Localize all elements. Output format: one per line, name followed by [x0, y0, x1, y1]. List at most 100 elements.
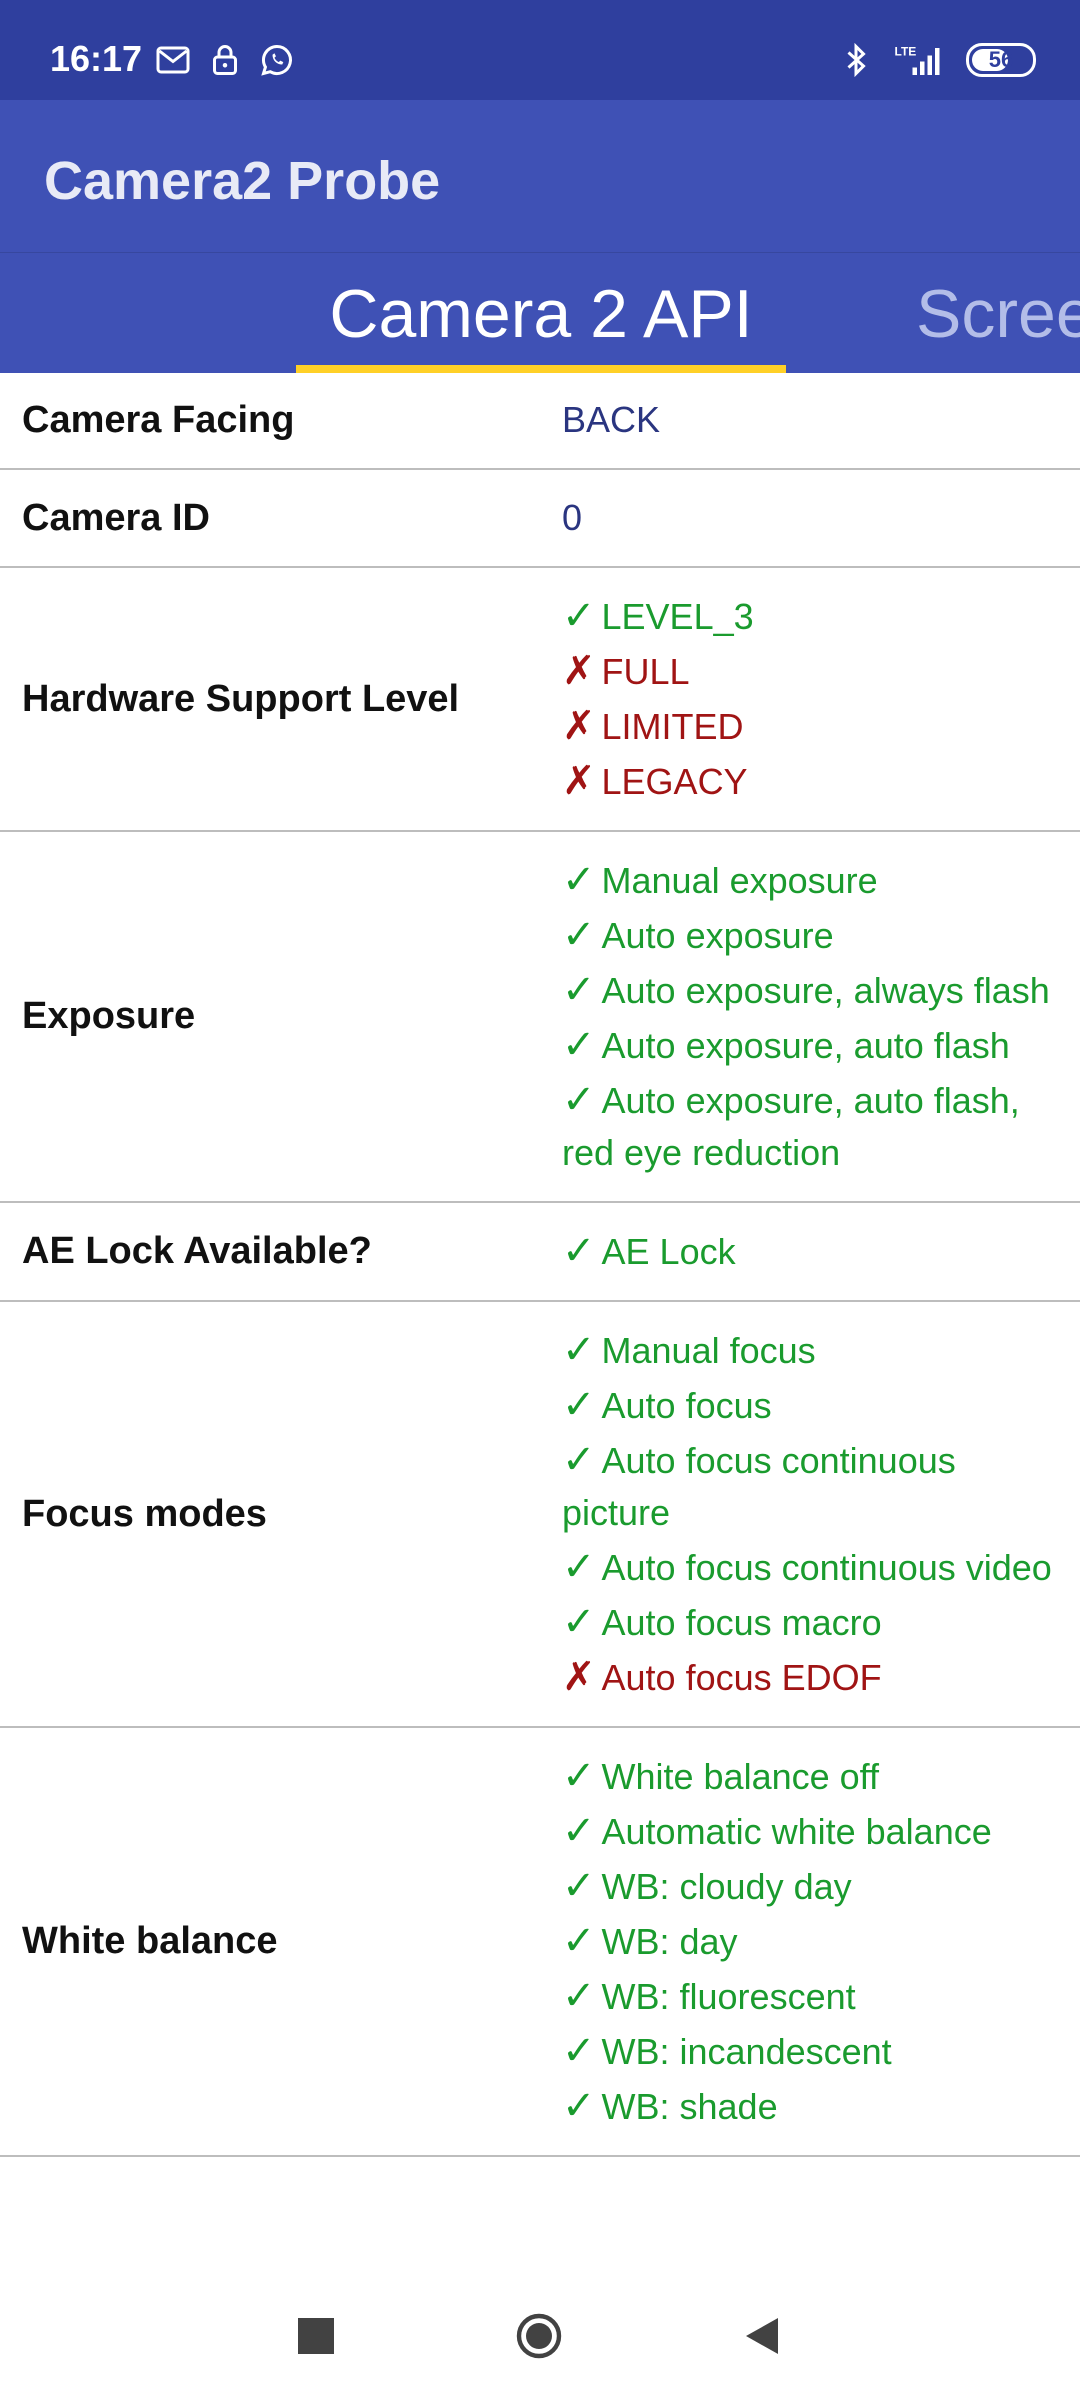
- back-triangle-icon[interactable]: [738, 2312, 786, 2360]
- value-text: WB: day: [601, 1921, 738, 1962]
- cross-icon: ✗: [562, 704, 596, 748]
- check-icon: ✓: [562, 858, 596, 902]
- system-icons: LTE 56: [838, 42, 1036, 78]
- value-text: 0: [562, 497, 583, 538]
- value-text: Auto exposure, always flash: [601, 970, 1050, 1011]
- row-values: ✓White balance off✓Automatic white balan…: [562, 1748, 1080, 2135]
- value-text: Auto focus continuous video: [601, 1547, 1052, 1588]
- value-text: Auto exposure: [601, 915, 834, 956]
- whatsapp-icon: [261, 44, 292, 76]
- value-item: ✓WB: cloudy day: [562, 1860, 1060, 1913]
- lock-icon: [213, 45, 237, 75]
- status-bar: 16:17 LTE 56: [0, 0, 1080, 100]
- home-circle-icon[interactable]: [515, 2312, 563, 2360]
- check-icon: ✓: [562, 1438, 596, 1482]
- value-item: ✓White balance off: [562, 1750, 1060, 1803]
- value-text: Auto exposure, auto flash, red eye reduc…: [562, 1080, 1020, 1173]
- value-item: ✓WB: incandescent: [562, 2025, 1060, 2078]
- check-icon: ✓: [562, 1919, 596, 1963]
- value-item: ✓Auto focus macro: [562, 1596, 1060, 1649]
- check-icon: ✓: [562, 1545, 596, 1589]
- value-item: ✓Manual focus: [562, 1324, 1060, 1377]
- row-label: Focus modes: [22, 1492, 267, 1535]
- row-values: ✓Manual focus✓Auto focus✓Auto focus cont…: [562, 1322, 1080, 1706]
- value-text: FULL: [601, 651, 690, 692]
- value-item: ✓Automatic white balance: [562, 1805, 1060, 1858]
- value-text: Automatic white balance: [601, 1811, 992, 1852]
- check-icon: ✓: [562, 913, 596, 957]
- value-text: BACK: [562, 399, 661, 440]
- value-item: ✗LIMITED: [562, 700, 1060, 753]
- value-item: ✓Auto focus continuous picture: [562, 1434, 1060, 1539]
- value-text: WB: cloudy day: [601, 1866, 852, 1907]
- bluetooth-icon: [847, 42, 866, 78]
- value-item: ✓Auto exposure: [562, 909, 1060, 962]
- check-icon: ✓: [562, 594, 596, 638]
- check-icon: ✓: [562, 1023, 596, 1067]
- row-values: ✓LEVEL_3✗FULL✗LIMITED✗LEGACY: [562, 588, 1080, 810]
- check-icon: ✓: [562, 1864, 596, 1908]
- row-label: White balance: [22, 1920, 278, 1962]
- value-text: Auto focus: [601, 1385, 772, 1426]
- recents-square-icon[interactable]: [292, 2312, 340, 2360]
- table-row: AE Lock Available? ✓AE Lock: [0, 1203, 1080, 1302]
- active-tab-indicator: [296, 365, 786, 373]
- check-icon: ✓: [562, 1078, 596, 1122]
- cross-icon: ✗: [562, 1655, 596, 1699]
- table-row: Camera ID 0: [0, 470, 1080, 568]
- value-text: LEVEL_3: [601, 596, 754, 637]
- row-label: AE Lock Available?: [22, 1230, 372, 1272]
- value-item: ✓Auto focus continuous video: [562, 1541, 1060, 1594]
- app-title: Camera2 Probe: [44, 151, 441, 211]
- cross-icon: ✗: [562, 649, 596, 693]
- value-item: ✓WB: fluorescent: [562, 1970, 1060, 2023]
- value-item: BACK: [562, 394, 1060, 446]
- value-text: Auto exposure, auto flash: [601, 1025, 1010, 1066]
- value-text: AE Lock: [601, 1231, 736, 1272]
- value-text: White balance off: [601, 1756, 880, 1797]
- table-row: Camera Facing BACK: [0, 372, 1080, 470]
- check-icon: ✓: [562, 1383, 596, 1427]
- network-type: LTE: [895, 45, 917, 59]
- lte-signal-icon: LTE: [895, 45, 940, 75]
- value-item: ✓AE Lock: [562, 1225, 1060, 1278]
- gmail-icon: [156, 46, 190, 74]
- check-icon: ✓: [562, 1229, 596, 1273]
- table-row: Exposure✓Manual exposure✓Auto exposure✓A…: [0, 832, 1080, 1203]
- value-item: ✗Auto focus EDOF: [562, 1651, 1060, 1704]
- row-values: BACK: [562, 392, 1080, 448]
- battery-percent: 56: [988, 47, 1014, 72]
- value-item: ✗FULL: [562, 645, 1060, 698]
- check-icon: ✓: [562, 1809, 596, 1853]
- table-row: Focus modes✓Manual focus✓Auto focus✓Auto…: [0, 1302, 1080, 1728]
- table-row: Hardware Support Level✓LEVEL_3✗FULL✗LIMI…: [0, 568, 1080, 832]
- value-item: ✗LEGACY: [562, 755, 1060, 808]
- check-icon: ✓: [562, 968, 596, 1012]
- value-text: Auto focus EDOF: [601, 1657, 882, 1698]
- value-text: LEGACY: [601, 761, 748, 802]
- row-label: Camera ID: [22, 496, 210, 539]
- value-item: ✓WB: day: [562, 1915, 1060, 1968]
- value-item: ✓Auto focus: [562, 1379, 1060, 1432]
- check-icon: ✓: [562, 2084, 596, 2128]
- battery-icon: 56: [966, 43, 1036, 77]
- row-label: Camera Facing: [22, 398, 295, 441]
- value-item: ✓LEVEL_3: [562, 590, 1060, 643]
- value-text: LIMITED: [601, 706, 744, 747]
- row-label: Hardware Support Level: [22, 677, 460, 720]
- tab-camera2-api[interactable]: Camera 2 API: [329, 276, 753, 352]
- battery-level: [972, 49, 1008, 71]
- value-item: ✓Auto exposure, always flash: [562, 964, 1060, 1017]
- value-item: 0: [562, 492, 1060, 544]
- value-text: WB: shade: [601, 2086, 778, 2127]
- value-text: Auto focus macro: [601, 1602, 882, 1643]
- app-bar: Camera2 Probe: [0, 100, 1080, 252]
- status-time: 16:17: [50, 38, 143, 79]
- value-text: WB: incandescent: [601, 2031, 892, 2072]
- notification-icons: [155, 42, 295, 78]
- check-icon: ✓: [562, 1974, 596, 2018]
- navigation-bar: [0, 2270, 1080, 2400]
- tab-screen[interactable]: Scree: [916, 276, 1080, 352]
- row-values: ✓AE Lock: [562, 1223, 1080, 1280]
